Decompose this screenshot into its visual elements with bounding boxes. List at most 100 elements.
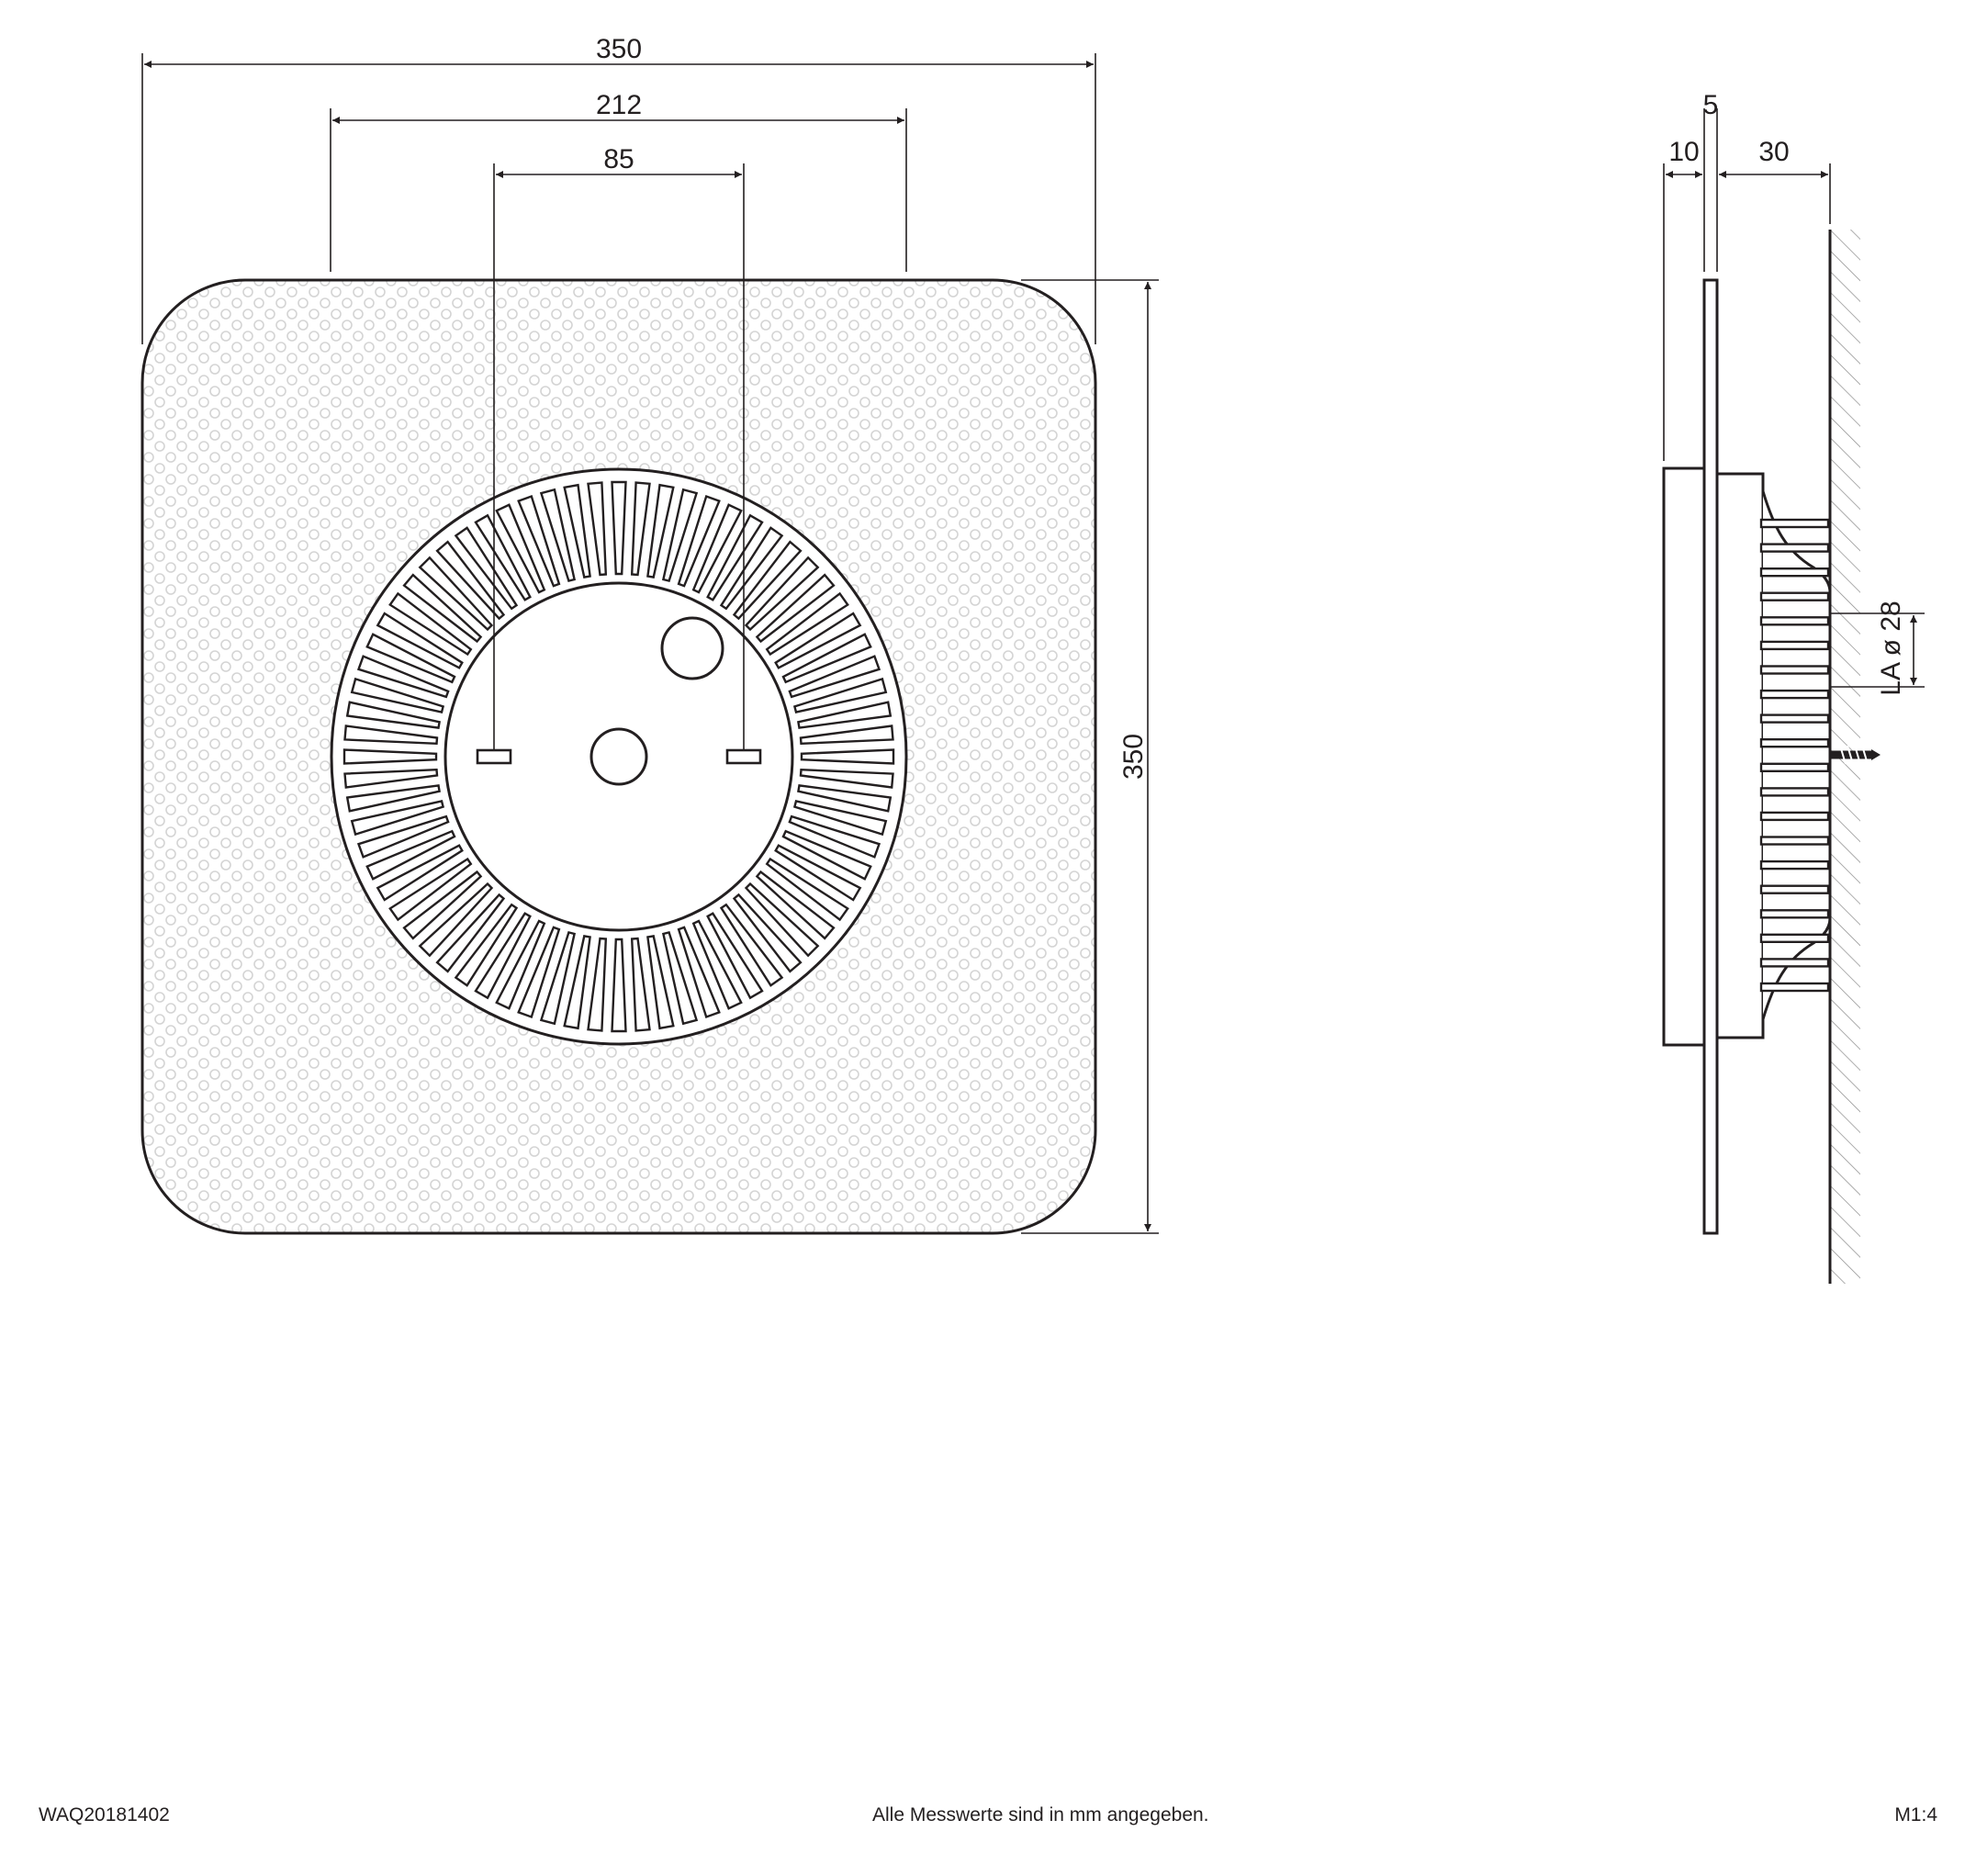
ventilation-slot: [765, 591, 849, 657]
ventilation-slot: [755, 870, 836, 940]
ventilation-slot: [706, 912, 764, 1000]
ventilation-slot: [774, 612, 862, 669]
ventilation-slot: [646, 935, 675, 1030]
label-depth: 30: [1758, 137, 1789, 167]
ventilation-slot: [376, 844, 464, 902]
cooling-fins: [1759, 518, 1830, 993]
ventilation-slot: [365, 633, 456, 684]
cooling-fin: [1759, 616, 1830, 626]
ventilation-slot: [435, 540, 506, 621]
label-canopy: 212: [596, 90, 642, 120]
label-front-thickness: 10: [1668, 137, 1699, 167]
label-total-height: 350: [1118, 734, 1149, 780]
ventilation-slot: [744, 556, 820, 632]
ventilation-slot: [744, 882, 820, 958]
ventilation-slot: [799, 725, 894, 746]
cooling-fin: [1759, 836, 1830, 846]
cooling-fin: [1759, 787, 1830, 797]
ventilation-slot: [774, 844, 862, 902]
dimension-side-lines: [1663, 108, 1925, 688]
ventilation-slot: [587, 481, 608, 577]
ventilation-slot: [517, 494, 561, 588]
ventilation-slot: [517, 926, 561, 1019]
ventilation-slot: [495, 503, 546, 594]
ventilation-slot: [454, 526, 519, 611]
ventilation-slot: [799, 768, 894, 789]
ventilation-slot: [435, 893, 506, 973]
canopy-inner-plate: [443, 581, 794, 932]
ventilation-slot: [474, 912, 532, 1000]
ventilation-slot: [388, 591, 473, 657]
cable-hole: [660, 616, 724, 680]
label-connection: LA ø 28: [1876, 601, 1906, 695]
ventilation-slot: [611, 480, 627, 576]
ventilation-slot: [792, 799, 888, 837]
ventilation-slot: [563, 483, 591, 579]
dimension-canopy: [330, 108, 907, 272]
ventilation-slot: [677, 926, 721, 1019]
ventilation-slot: [343, 768, 439, 789]
ventilation-slot: [646, 483, 675, 579]
ventilation-slot: [797, 701, 893, 729]
cooling-fin: [1759, 811, 1830, 822]
ventilation-slot: [765, 857, 849, 922]
ventilation-slot: [418, 882, 494, 958]
ventilation-slot: [539, 488, 577, 583]
ventilation-slot: [630, 481, 651, 577]
measurement-note: Alle Messwerte sind in mm angegeben.: [872, 1804, 1209, 1825]
front-view: 350 212 85 350: [140, 34, 1159, 1235]
ventilation-slot: [587, 937, 608, 1032]
glass-plate: [1702, 278, 1719, 1235]
ventilation-slot: [719, 903, 784, 987]
ventilation-slot: [788, 814, 881, 859]
dimension-total-width: [141, 53, 1096, 344]
cooling-fin: [1759, 665, 1830, 675]
ventilation-slot: [350, 799, 445, 837]
dimension-total-height: [1021, 279, 1159, 1234]
cooling-fin: [1759, 567, 1830, 578]
cooling-fin: [1759, 518, 1830, 529]
ventilation-slot: [388, 857, 473, 922]
ventilation-slot: [630, 937, 651, 1032]
ventilation-slot: [732, 893, 803, 973]
front-cover: [1662, 466, 1706, 1047]
ventilation-slot: [402, 870, 483, 940]
ventilation-slot: [356, 655, 450, 699]
ventilation-slot: [418, 556, 494, 632]
ventilation-slot: [781, 829, 872, 881]
ventilation-slot: [611, 938, 627, 1033]
ventilation-slot: [755, 573, 836, 644]
cooling-fin: [1759, 884, 1830, 894]
ventilation-slot: [345, 784, 441, 813]
screw: [1830, 745, 1881, 765]
ventilation-slot: [563, 935, 591, 1030]
ventilation-slot: [800, 748, 895, 765]
cooling-fin: [1759, 909, 1830, 919]
ventilation-slot: [342, 748, 438, 765]
cooling-fin: [1759, 591, 1830, 601]
ventilation-slot: [474, 513, 532, 601]
ventilation-slot: [797, 784, 893, 813]
cooling-fin: [1759, 933, 1830, 943]
ventilation-slot: [495, 919, 546, 1010]
canopy-block: [1715, 472, 1765, 1039]
scale-label: M1:4: [1894, 1804, 1937, 1825]
ventilation-slot: [539, 930, 577, 1026]
ventilation-slot: [343, 725, 439, 746]
dimension-hole-distance: [493, 163, 745, 750]
article-number: WAQ20181402: [39, 1804, 170, 1825]
ventilation-slot: [365, 829, 456, 881]
ventilation-slot: [706, 513, 764, 601]
cooling-fin: [1759, 738, 1830, 748]
ventilation-slot: [376, 612, 464, 669]
cooling-fin: [1759, 689, 1830, 700]
ventilation-slot: [781, 633, 872, 684]
cooling-fin: [1759, 859, 1830, 871]
side-view: 5 10 30 LA ø 28: [1662, 90, 1925, 1284]
ventilation-slot: [661, 930, 699, 1026]
ventilation-slot: [661, 488, 699, 583]
cooling-fin: [1759, 958, 1830, 968]
ventilation-slot: [350, 677, 445, 714]
label-total-width: 350: [596, 34, 642, 64]
